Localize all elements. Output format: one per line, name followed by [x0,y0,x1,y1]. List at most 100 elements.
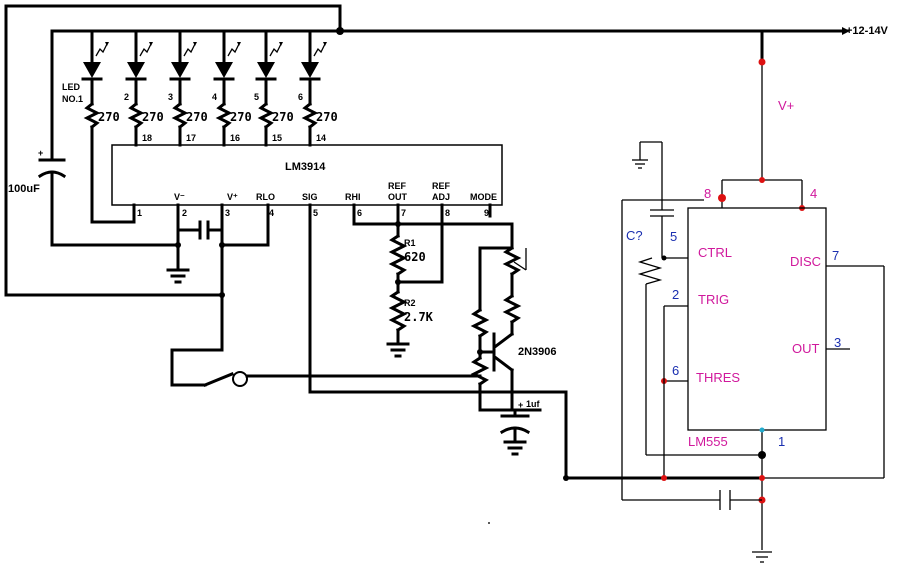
ctrl-resistor [637,257,663,285]
led-resistor-value: 270 [186,110,208,124]
r1-zigzag [388,233,408,277]
lm555-pin2: 2 [672,287,679,302]
led-emission-arrow [269,43,282,57]
led-triangle [257,62,275,78]
lm3914-top-pin: 18 [142,133,152,143]
lm555-trig: TRIG [698,292,729,307]
led-arrowhead [279,42,283,46]
led-emission-arrow [183,43,196,57]
pin-8: 8 [445,208,450,218]
led-emission-arrow [95,43,108,57]
base-res2 [470,355,490,387]
led-triangle [301,62,319,78]
node-pin2 [175,242,181,248]
led-label: LED [62,82,81,92]
pot-wiper [513,261,527,271]
r2-name: R2 [404,298,416,308]
led-resistor-value: 270 [230,110,252,124]
r1-value: 620 [404,250,426,264]
node-pin5 [661,255,667,261]
cap1u-label: 1uf [526,399,541,409]
led-label-line2: NO.1 [62,94,83,104]
node-loop [219,292,225,298]
r2-value: 2.7K [404,310,434,324]
lm3914-top-pin: 15 [272,133,282,143]
led-resistor-value: 270 [316,110,338,124]
node-pin7 [395,221,401,227]
cap-c-label: C? [626,228,643,243]
supply-node [336,27,344,35]
lm3914-refadj-a: REF [432,181,451,191]
lm555-name: LM555 [688,434,728,449]
vplus-node [758,58,766,66]
pin-3: 3 [225,208,230,218]
node-bus [759,177,765,183]
node-base [477,349,483,355]
led-emission-arrow [227,43,240,57]
lm3914-rhi: RHI [345,192,361,202]
lm3914-refout-b: OUT [388,192,408,202]
pin-2: 2 [182,208,187,218]
cap100-label: 100uF [8,183,40,195]
lm555-thres: THRES [696,370,740,385]
led-arrowhead [193,42,197,46]
supply-label: +12-14V [846,25,889,37]
node-pin3 [219,242,225,248]
led-arrowhead [105,42,109,46]
pot-zigzag [502,245,522,277]
led-label: 6 [298,92,303,102]
lm3914-refadj-b: ADJ [432,192,450,202]
pin1-node [759,427,765,433]
pin-1: 1 [137,208,142,218]
supply-arrow [842,27,850,35]
led-resistor-value: 270 [142,110,164,124]
led-emission-arrow [139,43,152,57]
lm3914-top-pin: 16 [230,133,240,143]
r1-name: R1 [404,238,416,248]
lm3914-vminus: V⁻ [174,192,185,202]
switch-contact[interactable] [232,371,248,387]
led-arrowhead [237,42,241,46]
pin-4: 4 [269,208,274,218]
led-label: 5 [254,92,259,102]
led-emission-arrow [313,43,326,57]
led-triangle [215,62,233,78]
node-gnd2 [759,475,765,481]
led-label: 2 [124,92,129,102]
lm555-pin4: 4 [810,186,817,201]
lm555-body [687,207,827,431]
lm3914-refout-a: REF [388,181,407,191]
node-gnd1 [758,451,766,459]
emitter-leg [493,331,515,349]
lm555-ctrl: CTRL [698,245,732,260]
lm3914-top-pin: 17 [186,133,196,143]
led-resistor [301,101,319,130]
pin-5: 5 [313,208,318,218]
lm3914-body [111,144,503,206]
lm3914-top-pin: 14 [316,133,326,143]
node-sig-555 [563,475,569,481]
led-arrowhead [323,42,327,46]
pin-7: 7 [401,208,406,218]
lm555-out: OUT [792,341,820,356]
led-resistor [257,101,275,130]
pin-9: 9 [484,208,489,218]
led-resistor [83,101,101,130]
lm3914-vplus: V⁺ [227,192,238,202]
base-res [470,307,490,339]
vplus-label: V+ [778,98,794,113]
led-resistor-value: 270 [98,110,120,124]
lm555-pin8: 8 [704,186,711,201]
led-label: 4 [212,92,217,102]
lm3914-rlo: RLO [256,192,275,202]
lm555-pin7: 7 [832,248,839,263]
led-triangle [83,62,101,78]
lm3914-sig: SIG [302,192,318,202]
r2-zigzag [388,289,408,333]
led-resistor-value: 270 [272,110,294,124]
cap100-plus: + [38,148,43,158]
pin8-node [718,194,726,202]
lm3914-mode: MODE [470,192,497,202]
